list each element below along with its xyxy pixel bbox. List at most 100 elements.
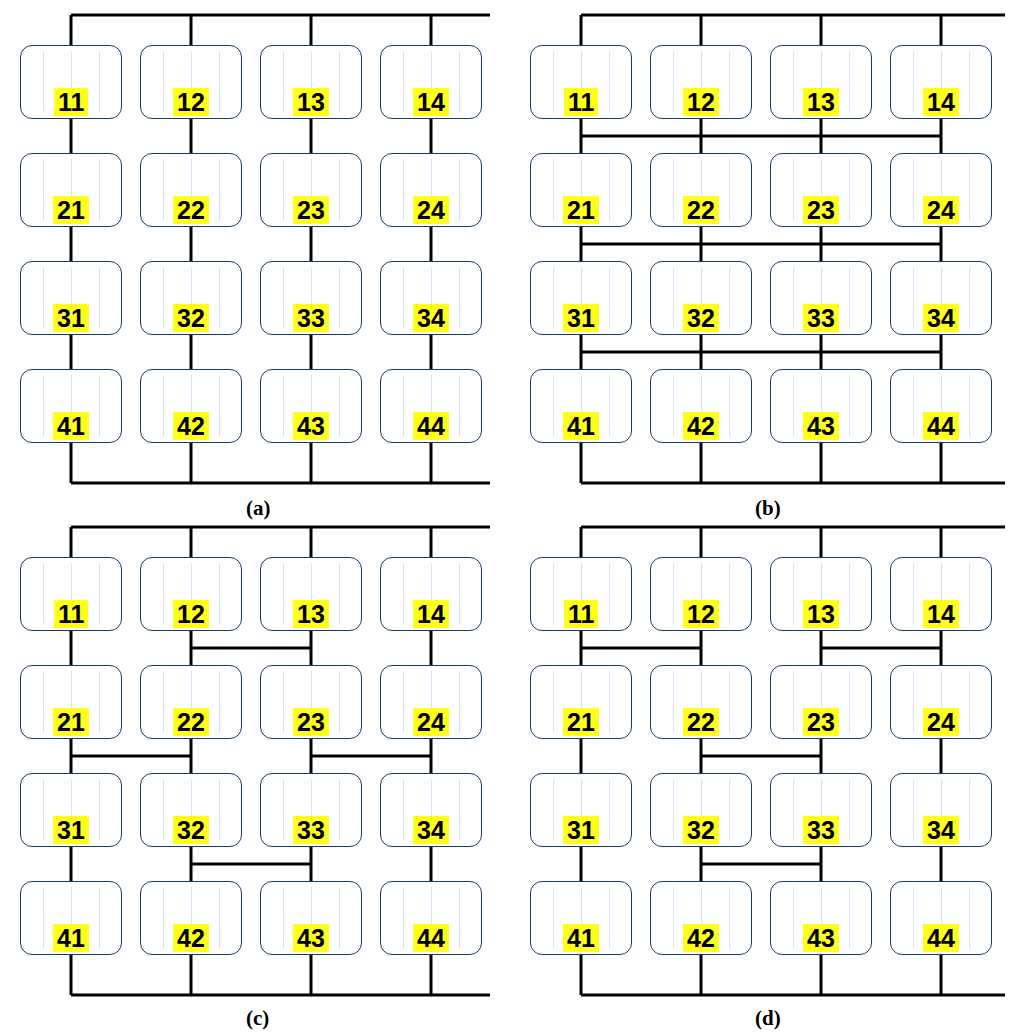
cell-busbar	[609, 779, 610, 841]
module-number: 32	[683, 304, 719, 332]
pv-module: 42	[140, 369, 242, 443]
cell-busbar	[609, 375, 610, 437]
cell-busbar	[219, 267, 220, 329]
cell-busbar	[969, 887, 970, 949]
cell-busbar	[913, 671, 914, 733]
cell-busbar	[793, 375, 794, 437]
cell-busbar	[793, 51, 794, 113]
cell-busbar	[459, 159, 460, 221]
cell-busbar	[969, 671, 970, 733]
cell-busbar	[969, 563, 970, 625]
series-wire	[940, 119, 943, 153]
cell-busbar	[729, 159, 730, 221]
pv-module: 24	[890, 153, 992, 227]
cell-busbar	[219, 887, 220, 949]
module-number: 42	[683, 412, 719, 440]
cell-busbar	[673, 671, 674, 733]
pv-module: 11	[20, 45, 122, 119]
pv-module: 34	[890, 773, 992, 847]
series-wire	[190, 119, 193, 153]
cell-busbar	[283, 779, 284, 841]
cell-busbar	[99, 375, 100, 437]
pv-module: 21	[530, 665, 632, 739]
series-wire	[70, 847, 73, 881]
cell-busbar	[673, 887, 674, 949]
cell-busbar	[283, 671, 284, 733]
cell-busbar	[43, 375, 44, 437]
module-number: 11	[564, 88, 598, 116]
pv-module: 14	[380, 557, 482, 631]
series-wire	[940, 739, 943, 773]
pv-module: 43	[260, 881, 362, 955]
cell-busbar	[99, 779, 100, 841]
bus-bar	[581, 527, 1005, 995]
series-wire	[580, 739, 583, 773]
module-number: 34	[413, 816, 449, 844]
pv-module: 32	[650, 261, 752, 335]
cell-busbar	[163, 563, 164, 625]
cell-busbar	[913, 887, 914, 949]
module-number: 44	[923, 924, 959, 952]
pv-module: 11	[20, 557, 122, 631]
cell-busbar	[673, 375, 674, 437]
series-wire	[820, 739, 823, 773]
pv-module: 13	[770, 45, 872, 119]
cell-busbar	[969, 375, 970, 437]
cell-busbar	[673, 159, 674, 221]
pv-module: 32	[650, 773, 752, 847]
module-number: 42	[173, 924, 209, 952]
cell-busbar	[403, 159, 404, 221]
series-wire	[940, 631, 943, 665]
module-number: 14	[923, 600, 959, 628]
module-number: 21	[53, 196, 89, 224]
cell-busbar	[99, 671, 100, 733]
module-number: 12	[173, 88, 209, 116]
series-wire	[190, 227, 193, 261]
cell-busbar	[849, 375, 850, 437]
cell-busbar	[163, 887, 164, 949]
module-number: 43	[293, 924, 329, 952]
cell-busbar	[673, 51, 674, 113]
pv-module: 21	[530, 153, 632, 227]
module-number: 23	[293, 708, 329, 736]
cell-busbar	[339, 267, 340, 329]
module-number: 33	[293, 304, 329, 332]
cell-busbar	[459, 671, 460, 733]
series-wire	[820, 227, 823, 261]
cell-busbar	[403, 51, 404, 113]
series-wire	[700, 739, 703, 773]
module-number: 23	[803, 708, 839, 736]
pv-module: 44	[380, 881, 482, 955]
cell-busbar	[729, 51, 730, 113]
series-wire	[190, 739, 193, 773]
series-wire	[70, 119, 73, 153]
pv-module: 22	[650, 665, 752, 739]
cell-busbar	[553, 887, 554, 949]
cell-busbar	[969, 51, 970, 113]
cell-busbar	[99, 267, 100, 329]
module-number: 43	[293, 412, 329, 440]
cell-busbar	[459, 51, 460, 113]
series-wire	[940, 227, 943, 261]
series-wire	[310, 847, 313, 881]
cell-busbar	[43, 267, 44, 329]
module-number: 13	[293, 600, 329, 628]
pv-module: 33	[770, 773, 872, 847]
cell-busbar	[403, 671, 404, 733]
cell-busbar	[609, 51, 610, 113]
cell-busbar	[219, 51, 220, 113]
cell-busbar	[43, 563, 44, 625]
pv-module: 32	[140, 773, 242, 847]
pv-module: 44	[890, 881, 992, 955]
series-wire	[310, 739, 313, 773]
series-wire	[580, 335, 583, 369]
cell-busbar	[283, 563, 284, 625]
module-number: 34	[413, 304, 449, 332]
series-wire	[580, 227, 583, 261]
cell-busbar	[729, 375, 730, 437]
cell-busbar	[163, 51, 164, 113]
panel-label: (d)	[755, 1006, 781, 1030]
panel-label: (b)	[755, 496, 781, 520]
cell-busbar	[553, 375, 554, 437]
bus-bars	[71, 15, 1005, 995]
